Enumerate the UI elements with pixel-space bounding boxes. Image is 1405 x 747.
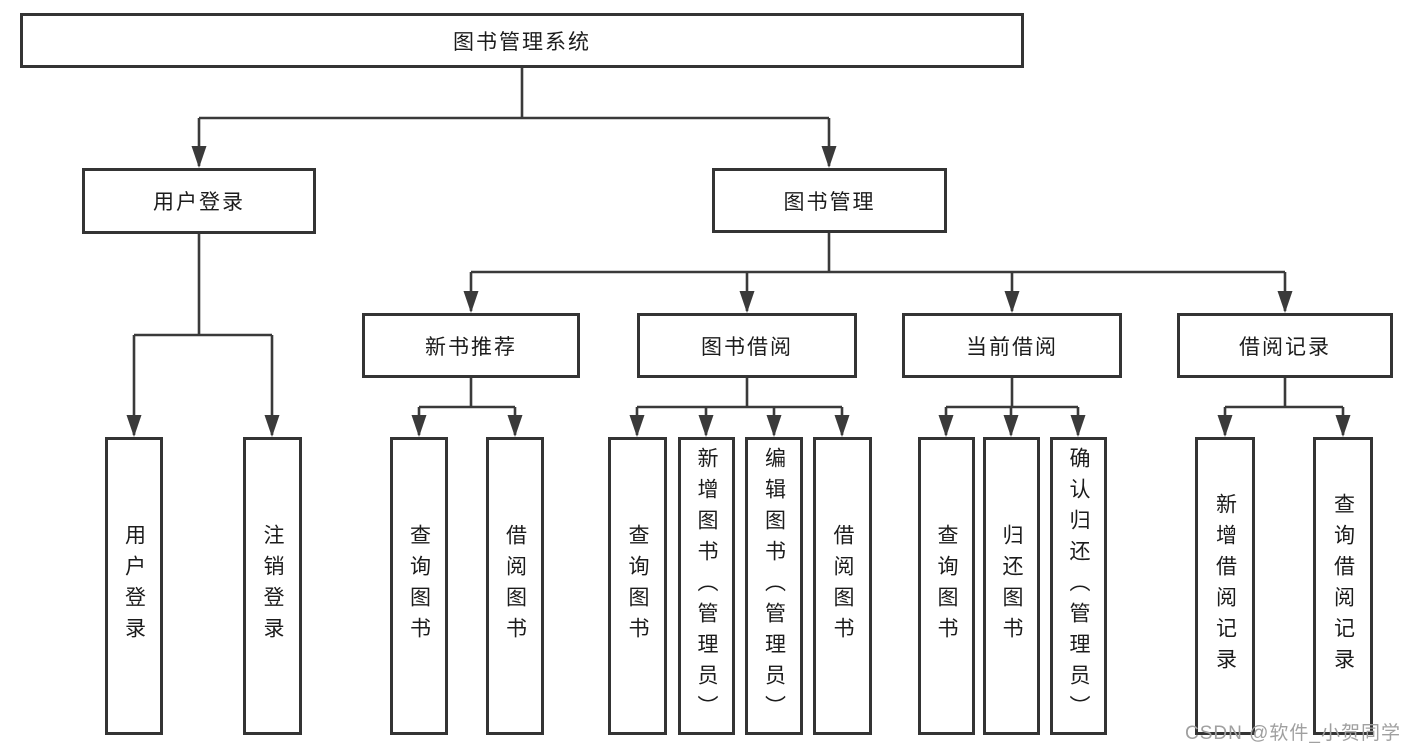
leaf-current-return-books-label: 归还图书 — [1000, 524, 1024, 648]
watermark: CSDN @软件_小贺同学 — [1185, 723, 1401, 744]
leaf-borrowing-borrow-books-label: 借阅图书 — [831, 524, 855, 648]
leaf-current-query-books: 查询图书 — [918, 437, 975, 735]
node-current-borrowing-label: 当前借阅 — [966, 335, 1058, 359]
node-book-borrowing: 图书借阅 — [637, 313, 857, 378]
leaf-logout-label: 注销登录 — [261, 524, 285, 648]
leaf-newbook-query-books: 查询图书 — [390, 437, 448, 735]
leaf-borrowing-query-books: 查询图书 — [608, 437, 667, 735]
leaf-newbook-borrow-books-label: 借阅图书 — [503, 524, 527, 648]
leaf-records-query-borrow-record: 查询借阅记录 — [1313, 437, 1373, 735]
leaf-borrowing-add-book-admin-label: 新增图书（管理员） — [695, 446, 719, 726]
node-current-borrowing: 当前借阅 — [902, 313, 1122, 378]
leaf-borrowing-query-books-label: 查询图书 — [626, 524, 650, 648]
node-book-management-label: 图书管理 — [783, 190, 876, 214]
node-new-book-recommendation-label: 新书推荐 — [425, 335, 517, 359]
leaf-logout: 注销登录 — [243, 437, 302, 735]
node-new-book-recommendation: 新书推荐 — [362, 313, 580, 378]
node-borrowing-records-label: 借阅记录 — [1239, 335, 1331, 359]
leaf-current-confirm-return-admin: 确认归还（管理员） — [1050, 437, 1107, 735]
node-book-management: 图书管理 — [712, 168, 947, 233]
leaf-current-confirm-return-admin-label: 确认归还（管理员） — [1067, 446, 1091, 726]
leaf-current-query-books-label: 查询图书 — [935, 524, 959, 648]
node-library-management-system: 图书管理系统 — [20, 13, 1024, 68]
leaf-newbook-query-books-label: 查询图书 — [407, 524, 431, 648]
leaf-borrowing-edit-book-admin: 编辑图书（管理员） — [745, 437, 803, 735]
leaf-borrowing-add-book-admin: 新增图书（管理员） — [678, 437, 735, 735]
leaf-current-return-books: 归还图书 — [983, 437, 1040, 735]
leaf-records-query-borrow-record-label: 查询借阅记录 — [1331, 493, 1355, 679]
node-book-borrowing-label: 图书借阅 — [701, 335, 793, 359]
leaf-newbook-borrow-books: 借阅图书 — [486, 437, 544, 735]
leaf-user-login-label: 用户登录 — [122, 524, 146, 648]
node-user-login-label: 用户登录 — [153, 191, 245, 214]
leaf-borrowing-edit-book-admin-label: 编辑图书（管理员） — [762, 446, 786, 726]
leaf-records-add-borrow-record-label: 新增借阅记录 — [1213, 493, 1237, 679]
leaf-records-add-borrow-record: 新增借阅记录 — [1195, 437, 1255, 735]
leaf-borrowing-borrow-books: 借阅图书 — [813, 437, 872, 735]
node-library-management-system-label: 图书管理系统 — [453, 30, 591, 54]
leaf-user-login: 用户登录 — [105, 437, 163, 735]
node-borrowing-records: 借阅记录 — [1177, 313, 1393, 378]
node-user-login: 用户登录 — [82, 168, 316, 234]
